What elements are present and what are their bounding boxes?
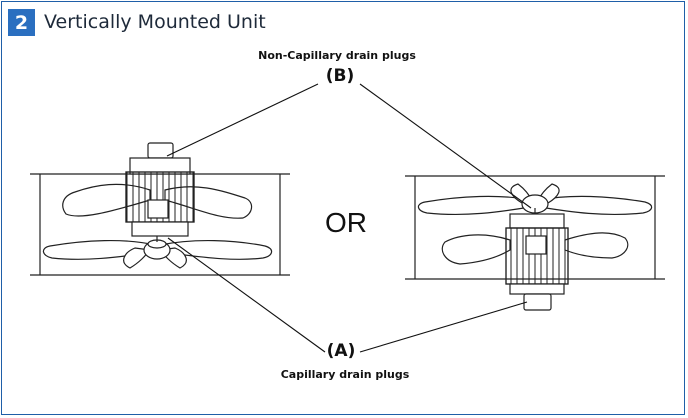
capillary-caption: Capillary drain plugs [280,368,410,381]
label-b: (B) [325,66,355,86]
leader-b-left [166,83,319,157]
leader-lines [166,83,532,353]
section-number-badge: 2 [8,9,35,36]
label-a: (A) [326,341,356,361]
leader-a-left [167,237,326,353]
leader-b-right [359,83,532,209]
or-text: OR [325,207,367,238]
section-title: Vertically Mounted Unit [44,11,266,33]
non-capillary-caption: Non-Capillary drain plugs [258,49,416,62]
right-unit-diagram [405,175,665,311]
left-unit-diagram [30,142,290,276]
leader-a-right [359,301,528,353]
